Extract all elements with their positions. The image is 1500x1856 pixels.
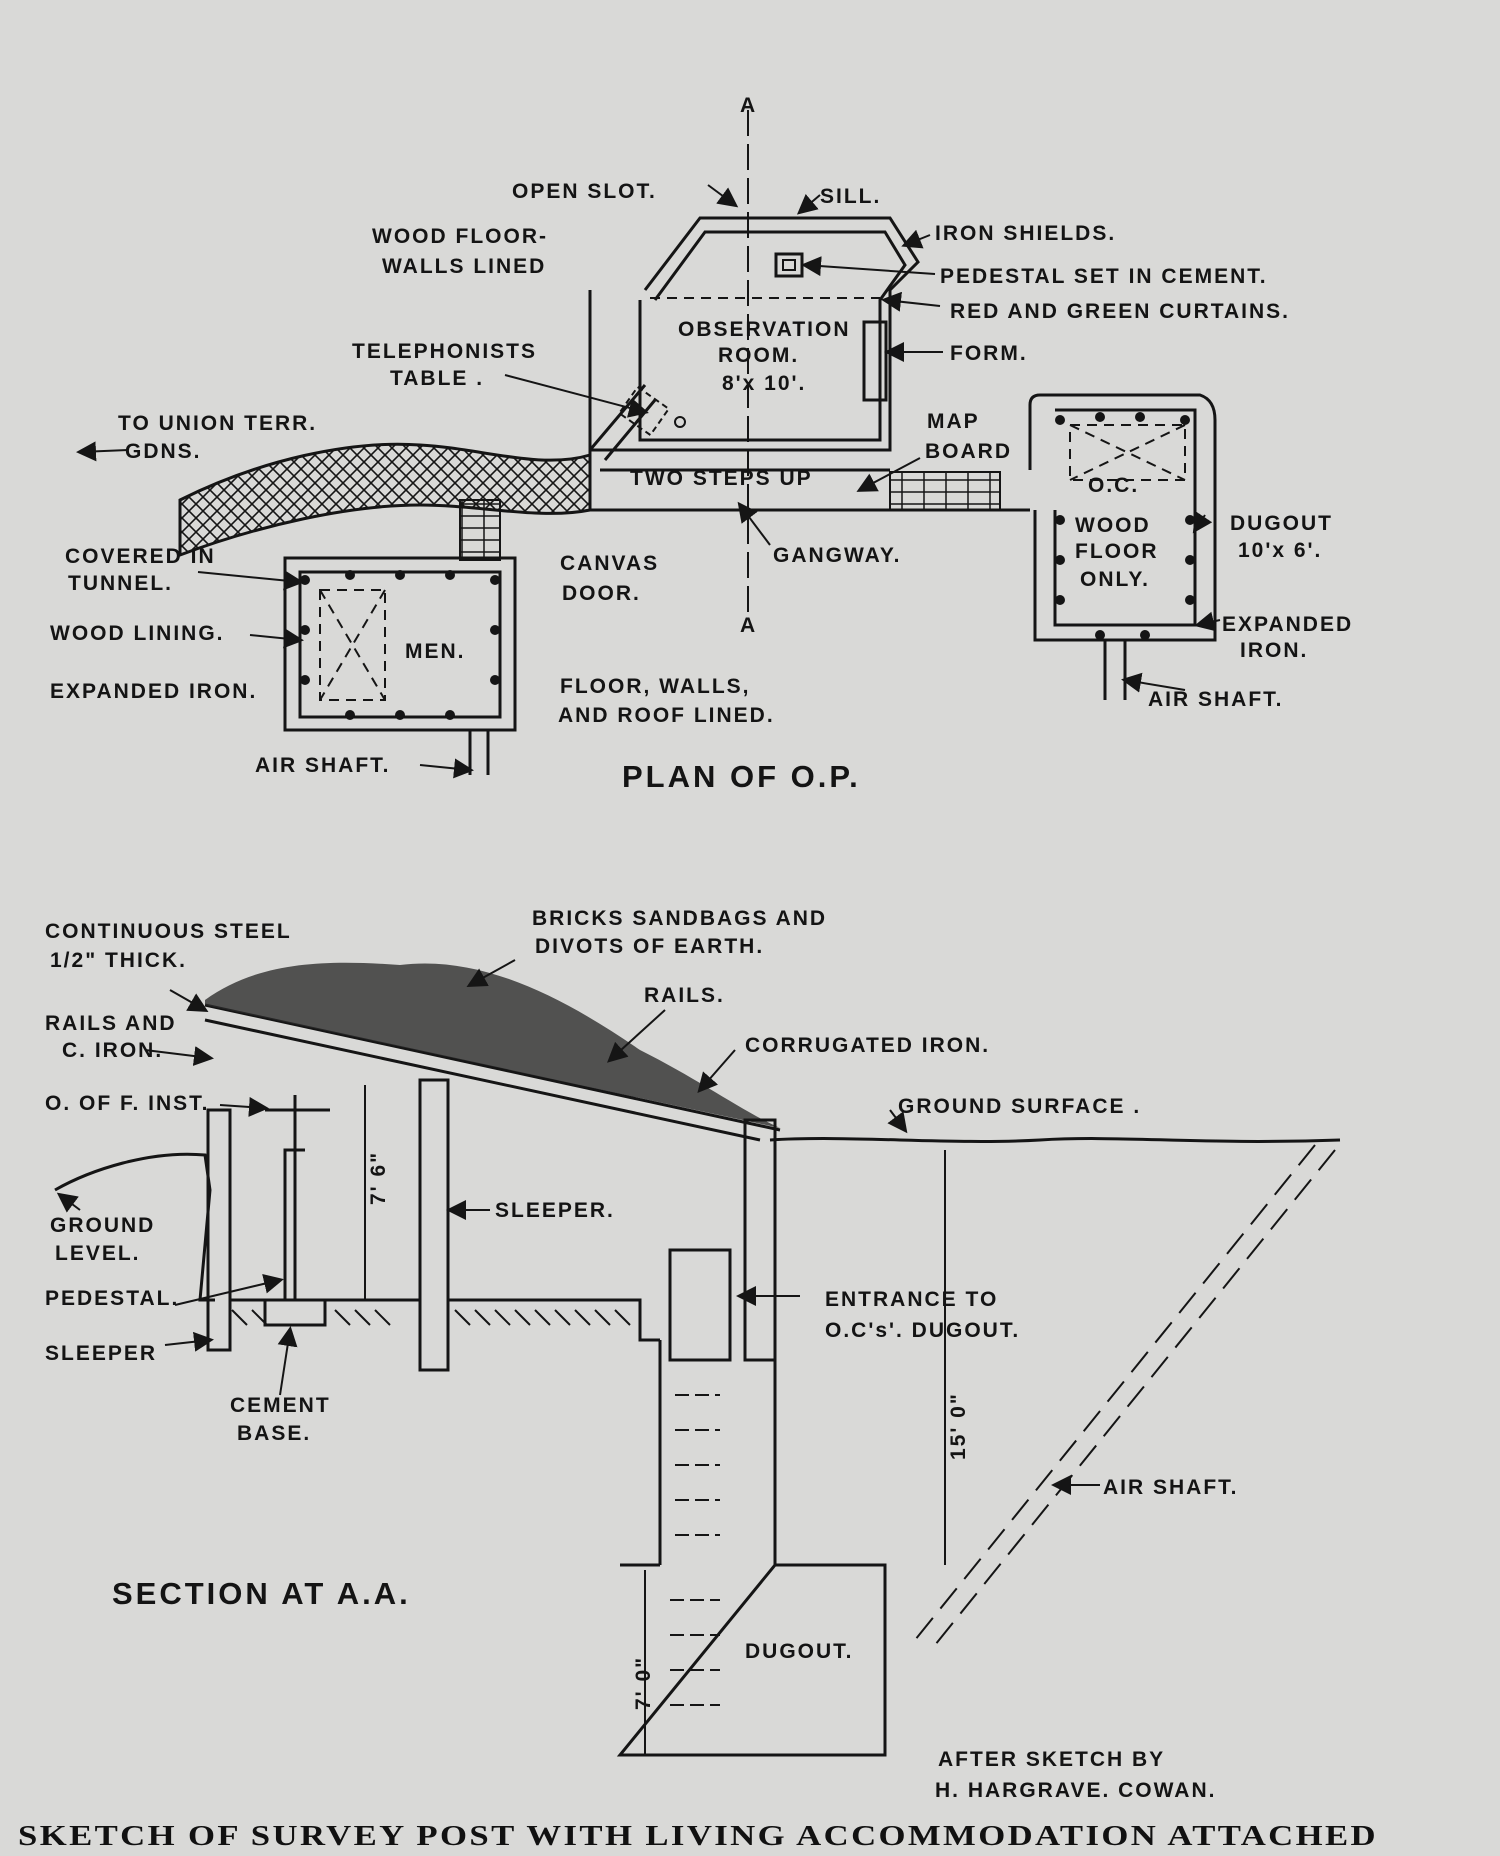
- label-canvas-2: DOOR.: [562, 582, 641, 605]
- section-title: SECTION AT A.A.: [112, 1576, 411, 1611]
- label-bricks-1: BRICKS SANDBAGS AND: [532, 907, 827, 930]
- label-covered-1: COVERED IN: [65, 545, 216, 568]
- label-covered-2: TUNNEL.: [68, 572, 173, 595]
- label-canvas-1: CANVAS: [560, 552, 659, 575]
- label-wood-only-2: FLOOR: [1075, 540, 1159, 563]
- label-sleeper-mid: SLEEPER.: [495, 1199, 615, 1222]
- label-men: MEN.: [405, 640, 466, 663]
- roof-steel: [204, 1003, 781, 1142]
- label-depth-7: 7' 0": [632, 1656, 655, 1710]
- label-obs-room-1: OBSERVATION: [678, 318, 851, 341]
- label-floor-walls-1: FLOOR, WALLS,: [560, 675, 750, 698]
- air-shaft: [914, 1144, 1336, 1646]
- stair-shaft: [658, 1340, 777, 1565]
- label-gangway: GANGWAY.: [773, 544, 901, 567]
- label-telephonists-1: TELEPHONISTS: [352, 340, 537, 363]
- label-air-shaft-l: AIR SHAFT.: [255, 754, 391, 777]
- label-wood-floor-1: WOOD FLOOR-: [372, 225, 548, 248]
- label-obs-room-2: ROOM.: [718, 344, 799, 367]
- label-entrance-2: O.C's'. DUGOUT.: [825, 1319, 1020, 1342]
- label-ofinst: O. OF F. INST.: [45, 1092, 210, 1115]
- label-curtains: RED AND GREEN CURTAINS.: [950, 300, 1290, 323]
- label-ground-level-2: LEVEL.: [55, 1242, 141, 1265]
- label-dugout-2: 10'x 6'.: [1238, 539, 1322, 562]
- form-mark: [862, 320, 888, 402]
- label-rails: RAILS.: [644, 984, 725, 1007]
- left-sleeper: [206, 1108, 232, 1352]
- observation-room-outline: [588, 216, 920, 452]
- label-wood-only-1: WOOD: [1075, 514, 1151, 537]
- label-steel-2: 1/2" THICK.: [50, 949, 187, 972]
- section-labels: CONTINUOUS STEEL 1/2" THICK. BRICKS SAND…: [45, 907, 1239, 1802]
- label-air-shaft-r: AIR SHAFT.: [1148, 688, 1284, 711]
- label-open-slot: OPEN SLOT.: [512, 180, 657, 203]
- label-entrance-1: ENTRANCE TO: [825, 1288, 998, 1311]
- sandbag-cover: [205, 962, 780, 1128]
- label-ground-surface: GROUND SURFACE .: [898, 1095, 1141, 1118]
- label-after-2: H. HARGRAVE. COWAN.: [935, 1779, 1216, 1802]
- label-obs-room-3: 8'x 10'.: [722, 372, 806, 395]
- label-expanded-iron-l: EXPANDED IRON.: [50, 680, 257, 703]
- ground-surface: [769, 1137, 1341, 1143]
- label-sill: SILL.: [820, 185, 881, 208]
- label-bricks-2: DIVOTS OF EARTH.: [535, 935, 764, 958]
- label-cement-1: CEMENT: [230, 1394, 331, 1417]
- label-dugout-1: DUGOUT: [1230, 512, 1333, 535]
- plan-labels: OPEN SLOT. SILL. IRON SHIELDS. PEDESTAL …: [50, 94, 1353, 794]
- label-corrugated: CORRUGATED IRON.: [745, 1034, 990, 1057]
- pedestal: [265, 1095, 330, 1300]
- label-iron-shields: IRON SHIELDS.: [935, 222, 1116, 245]
- label-expanded-r1: EXPANDED: [1222, 613, 1353, 636]
- label-sleeper-left: SLEEPER: [45, 1342, 157, 1365]
- label-map-board-1: MAP: [927, 410, 980, 433]
- label-expanded-r2: IRON.: [1240, 639, 1308, 662]
- label-form: FORM.: [950, 342, 1028, 365]
- label-ground-level-1: GROUND: [50, 1214, 155, 1237]
- middle-sleeper: [418, 1078, 450, 1372]
- label-telephonists-2: TABLE .: [390, 367, 484, 390]
- label-floor-walls-2: AND ROOF LINED.: [558, 704, 775, 727]
- plan-title: PLAN OF O.P.: [622, 759, 861, 794]
- section-drawing: [54, 959, 1341, 1757]
- cement-base: [263, 1298, 327, 1327]
- dugout: [616, 1563, 887, 1757]
- label-map-board-2: BOARD: [925, 440, 1012, 463]
- label-to-union-1: TO UNION TERR.: [118, 412, 317, 435]
- label-air-shaft: AIR SHAFT.: [1103, 1476, 1239, 1499]
- oc-dugout: [1028, 393, 1217, 642]
- ground-level-left: [54, 1152, 215, 1302]
- label-pedestal: PEDESTAL.: [45, 1287, 179, 1310]
- figure-caption: SKETCH OF SURVEY POST WITH LIVING ACCOMM…: [18, 1820, 1378, 1852]
- label-wood-only-3: ONLY.: [1080, 568, 1150, 591]
- label-depth-15: 15' 0": [947, 1392, 970, 1460]
- label-cement-2: BASE.: [237, 1422, 311, 1445]
- label-after-1: AFTER SKETCH BY: [938, 1748, 1165, 1771]
- pedestal-mark: [774, 252, 804, 278]
- label-rails-c-1: RAILS AND: [45, 1012, 177, 1035]
- oc-entrance: [668, 1248, 732, 1362]
- label-steel-1: CONTINUOUS STEEL: [45, 920, 292, 943]
- covered-tunnel: [178, 442, 592, 558]
- label-pedestal-cement: PEDESTAL SET IN CEMENT.: [940, 265, 1268, 288]
- label-wood-floor-2: WALLS LINED: [382, 255, 546, 278]
- right-post: [743, 1118, 777, 1362]
- plan-drawing: [76, 110, 1221, 779]
- label-wood-lining: WOOD LINING.: [50, 622, 225, 645]
- label-section-a-top: A: [740, 94, 757, 117]
- label-to-union-2: GDNS.: [125, 440, 202, 463]
- label-dugout: DUGOUT.: [745, 1640, 854, 1663]
- label-rails-c-2: C. IRON.: [62, 1039, 163, 1062]
- label-section-a-bottom: A: [740, 614, 757, 637]
- label-two-steps: TWO STEPS UP: [630, 467, 813, 490]
- label-height-7-6: 7' 6": [367, 1151, 390, 1205]
- label-oc: O.C.: [1088, 474, 1139, 497]
